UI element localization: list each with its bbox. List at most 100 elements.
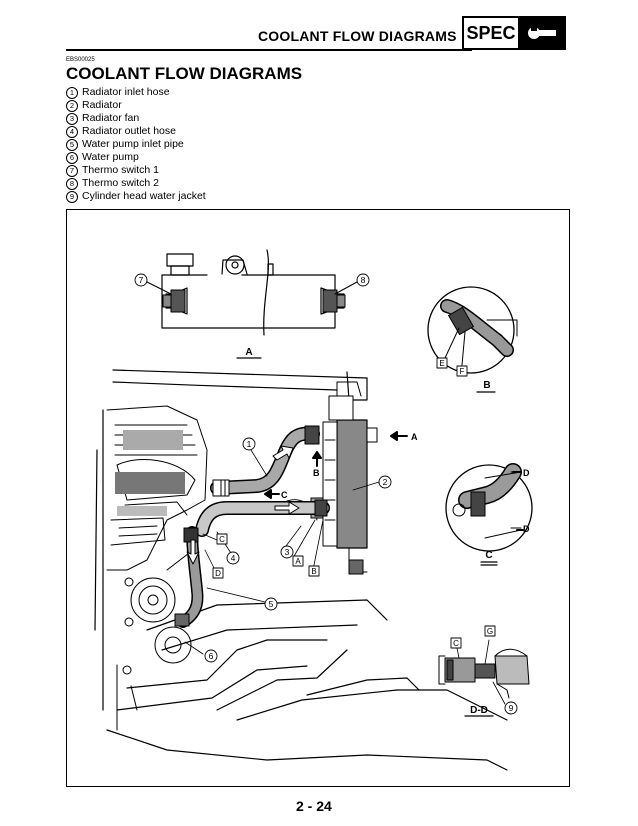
svg-text:F: F xyxy=(460,367,465,376)
legend-label: Thermo switch 2 xyxy=(82,177,160,189)
svg-text:5: 5 xyxy=(269,599,274,609)
legend-number: 2 xyxy=(66,100,78,112)
callout-9: 9 xyxy=(504,701,518,715)
spec-badge: SPEC xyxy=(462,16,566,50)
document-code: EBS00025 xyxy=(66,57,95,63)
section-arrow-d-bottom: D xyxy=(510,524,530,534)
legend-label: Radiator inlet hose xyxy=(82,86,170,98)
svg-text:A: A xyxy=(411,432,418,442)
svg-text:7: 7 xyxy=(139,275,144,285)
box-label-c-section: C xyxy=(450,637,462,649)
page-number: 2 - 24 xyxy=(296,798,332,814)
section-arrow-b: B xyxy=(312,451,322,478)
header-title: COOLANT FLOW DIAGRAMS xyxy=(258,28,457,44)
svg-text:3: 3 xyxy=(285,547,290,557)
svg-text:C: C xyxy=(281,490,288,500)
legend-item: 3 Radiator fan xyxy=(66,112,206,125)
box-label-a: A xyxy=(292,555,304,567)
legend-item: 6 Water pump xyxy=(66,151,206,164)
section-arrow-d-top: D xyxy=(510,468,530,478)
legend-number: 3 xyxy=(66,113,78,125)
legend-number: 5 xyxy=(66,139,78,151)
section-arrow-a: A xyxy=(390,431,418,442)
svg-text:C: C xyxy=(453,639,459,648)
legend-item: 7 Thermo switch 1 xyxy=(66,164,206,177)
header-rule xyxy=(66,49,472,51)
legend-item: 2 Radiator xyxy=(66,99,206,112)
callout-3: 3 xyxy=(280,545,294,559)
svg-text:B: B xyxy=(311,567,316,576)
callout-6: 6 xyxy=(204,649,218,663)
callout-2: 2 xyxy=(378,475,392,489)
box-label-g: G xyxy=(484,625,496,637)
legend-number: 9 xyxy=(66,191,78,203)
svg-text:2: 2 xyxy=(383,477,388,487)
svg-text:4: 4 xyxy=(231,553,236,563)
radiator-outlet-hose xyxy=(195,499,330,537)
coolant-flow-figure: 7 8 A E F B xyxy=(66,209,570,787)
view-b-detail xyxy=(427,286,518,374)
svg-text:6: 6 xyxy=(209,651,214,661)
view-label-a: A xyxy=(245,347,252,358)
callout-1: 1 xyxy=(242,437,256,451)
legend-label: Water pump inlet pipe xyxy=(82,138,184,150)
flow-arrow-outlet xyxy=(274,501,300,515)
box-label-e: E xyxy=(436,357,448,369)
coolant-flow-drawing: 7 8 A E F B xyxy=(94,249,533,771)
box-label-f: F xyxy=(456,365,468,377)
svg-text:D: D xyxy=(215,569,221,578)
legend-label: Thermo switch 1 xyxy=(82,164,160,176)
callout-8: 8 xyxy=(356,273,370,287)
svg-text:9: 9 xyxy=(509,703,514,713)
flow-arrow-pump xyxy=(186,539,200,565)
callout-5: 5 xyxy=(264,597,278,611)
thermo-switch-1 xyxy=(162,289,186,313)
legend-number: 7 xyxy=(66,165,78,177)
wrench-icon xyxy=(520,18,564,48)
svg-text:G: G xyxy=(487,627,493,636)
legend-item: 1 Radiator inlet hose xyxy=(66,86,206,99)
legend-item: 4 Radiator outlet hose xyxy=(66,125,206,138)
engine-shading xyxy=(115,430,185,516)
legend-number: 6 xyxy=(66,152,78,164)
legend-number: 8 xyxy=(66,178,78,190)
legend-number: 4 xyxy=(66,126,78,138)
svg-text:1: 1 xyxy=(247,439,252,449)
radiator xyxy=(322,381,378,575)
view-label-dd: D-D xyxy=(470,705,488,716)
box-label-d: D xyxy=(212,567,224,579)
thermo-switch-2 xyxy=(322,289,346,313)
svg-text:C: C xyxy=(219,535,225,544)
svg-text:B: B xyxy=(313,468,320,478)
view-label-c: C xyxy=(485,550,492,561)
section-dd-detail xyxy=(438,648,530,699)
view-a-drawing xyxy=(161,249,345,336)
legend-item: 5 Water pump inlet pipe xyxy=(66,138,206,151)
svg-text:D: D xyxy=(523,468,530,478)
section-title: COOLANT FLOW DIAGRAMS xyxy=(66,64,303,83)
legend-label: Cylinder head water jacket xyxy=(82,190,206,202)
view-label-b: B xyxy=(483,380,490,391)
engine-block xyxy=(106,405,208,731)
box-label-b: B xyxy=(308,565,320,577)
svg-text:E: E xyxy=(439,359,444,368)
radiator-inlet-hose xyxy=(210,425,320,497)
box-label-c: C xyxy=(216,533,228,545)
legend-label: Radiator outlet hose xyxy=(82,125,176,137)
legend-label: Radiator xyxy=(82,99,122,111)
legend-item: 8 Thermo switch 2 xyxy=(66,177,206,190)
legend-item: 9 Cylinder head water jacket xyxy=(66,190,206,203)
svg-text:A: A xyxy=(295,557,301,566)
section-arrow-c: C xyxy=(264,489,288,500)
legend-label: Radiator fan xyxy=(82,112,140,124)
view-c-detail xyxy=(445,463,533,552)
legend-label: Water pump xyxy=(82,151,139,163)
legend-number: 1 xyxy=(66,87,78,99)
svg-text:8: 8 xyxy=(361,275,366,285)
flow-arrow-inlet xyxy=(272,445,294,461)
callout-4: 4 xyxy=(226,551,240,565)
svg-text:D: D xyxy=(523,524,530,534)
spec-label: SPEC xyxy=(464,18,520,48)
callout-7: 7 xyxy=(134,273,148,287)
